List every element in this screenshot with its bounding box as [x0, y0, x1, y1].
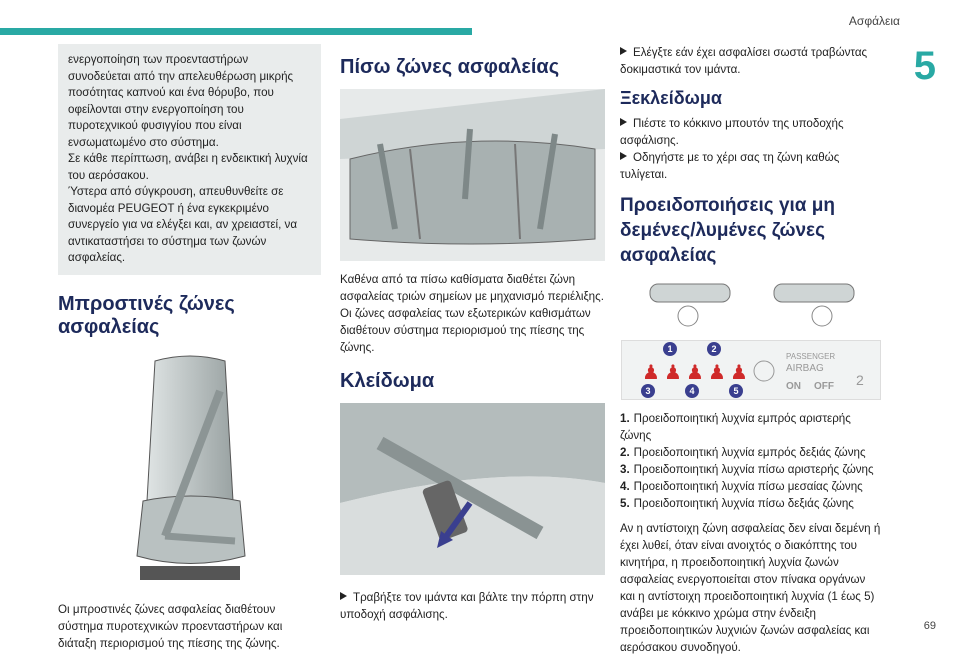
- callout-4: 4: [689, 386, 694, 396]
- panel-seat-number: 2: [856, 372, 864, 388]
- bullet-arrow-icon: [620, 152, 627, 160]
- mirror-illustration-right: [754, 278, 872, 328]
- unlocking-heading: Ξεκλείδωμα: [620, 88, 722, 108]
- rear-belts-text: Καθένα από τα πίσω καθίσματα διαθέτει ζώ…: [340, 273, 604, 354]
- check-step: Ελέγξτε εάν έχει ασφαλίσει σωστά τραβώντ…: [620, 46, 868, 76]
- callout-5: 5: [733, 386, 738, 396]
- column-middle: Πίσω ζώνες ασφαλείας Καθένα από τα πίσω …: [340, 44, 605, 623]
- unlock-step: Οδηγήστε με το χέρι σας τη ζώνη καθώς τυ…: [620, 151, 840, 181]
- callout-3: 3: [645, 386, 650, 396]
- rear-seats-illustration: [340, 89, 605, 261]
- column-left: ενεργοποίηση των προενταστήρων συνοδεύετ…: [58, 44, 321, 652]
- note-paragraph: Σε κάθε περίπτωση, ανάβει η ενδεικτική λ…: [68, 152, 308, 182]
- column-right: Ελέγξτε εάν έχει ασφαλίσει σωστά τραβώντ…: [620, 44, 882, 656]
- seatbelt-warning-icon: ♟: [708, 362, 726, 384]
- airbag-off-icon: [753, 360, 775, 382]
- unlock-step: Πιέστε το κόκκινο μπουτόν της υποδοχής α…: [620, 117, 844, 147]
- locking-heading: Κλείδωμα: [340, 370, 435, 392]
- chapter-number: 5: [913, 44, 936, 88]
- warning-explanation-text: Αν η αντίστοιχη ζώνη ασφαλείας δεν είναι…: [620, 522, 881, 654]
- rear-belts-heading: Πίσω ζώνες ασφαλείας: [340, 56, 560, 78]
- front-belts-heading: Μπροστινές ζώνες ασφαλείας: [58, 292, 235, 338]
- panel-on-label: ON: [786, 381, 801, 392]
- mirror-illustration-left: [630, 278, 748, 328]
- page-number: 69: [923, 620, 936, 632]
- front-belts-text: Οι μπροστινές ζώνες ασφαλείας διαθέτουν …: [58, 602, 283, 650]
- buckle-illustration: [340, 403, 605, 575]
- header-accent-bar: [0, 28, 472, 35]
- panel-passenger-label: PASSENGER: [786, 352, 835, 361]
- list-item: 4.Προειδοποιητική λυχνία πίσω μεσαίας ζώ…: [620, 480, 863, 493]
- front-seat-illustration: [114, 350, 265, 591]
- note-paragraph: ενεργοποίηση των προενταστήρων συνοδεύετ…: [68, 53, 294, 149]
- locking-step: Τραβήξτε τον ιμάντα και βάλτε την πόρπη …: [340, 591, 594, 621]
- panel-off-label: OFF: [814, 381, 834, 392]
- callout-2: 2: [711, 344, 716, 354]
- list-item: 5.Προειδοποιητική λυχνία πίσω δεξιάς ζών…: [620, 497, 854, 510]
- warning-lamp-list: 1.Προειδοποιητική λυχνία εμπρός αριστερή…: [620, 410, 882, 512]
- list-item: 1.Προειδοποιητική λυχνία εμπρός αριστερή…: [620, 412, 851, 442]
- warnings-heading: Προειδοποιήσεις για μη δεμένες/λυμένες ζ…: [620, 195, 835, 266]
- seatbelt-warning-icon: ♟: [686, 362, 704, 384]
- seatbelt-warning-icon: ♟: [664, 362, 682, 384]
- note-paragraph: Ύστερα από σύγκρουση, απευθυνθείτε σε δι…: [68, 185, 298, 264]
- section-title: Ασφάλεια: [848, 14, 900, 28]
- seatbelt-warning-icon: ♟: [730, 362, 748, 384]
- info-note: ενεργοποίηση των προενταστήρων συνοδεύετ…: [58, 44, 321, 275]
- bullet-arrow-icon: [340, 592, 347, 600]
- panel-airbag-label: AIRBAG: [786, 363, 824, 374]
- list-item: 2.Προειδοποιητική λυχνία εμπρός δεξιάς ζ…: [620, 446, 866, 459]
- callout-1: 1: [667, 344, 672, 354]
- mirror-illustrations: [620, 278, 882, 328]
- bullet-arrow-icon: [620, 47, 627, 55]
- seatbelt-warning-panel: ♟ ♟ ♟ ♟ ♟ PASSENGER AIRBAG ON OFF 2 1 2 …: [621, 340, 881, 400]
- list-item: 3.Προειδοποιητική λυχνία πίσω αριστερής …: [620, 463, 874, 476]
- seatbelt-warning-icon: ♟: [642, 362, 660, 384]
- bullet-arrow-icon: [620, 118, 627, 126]
